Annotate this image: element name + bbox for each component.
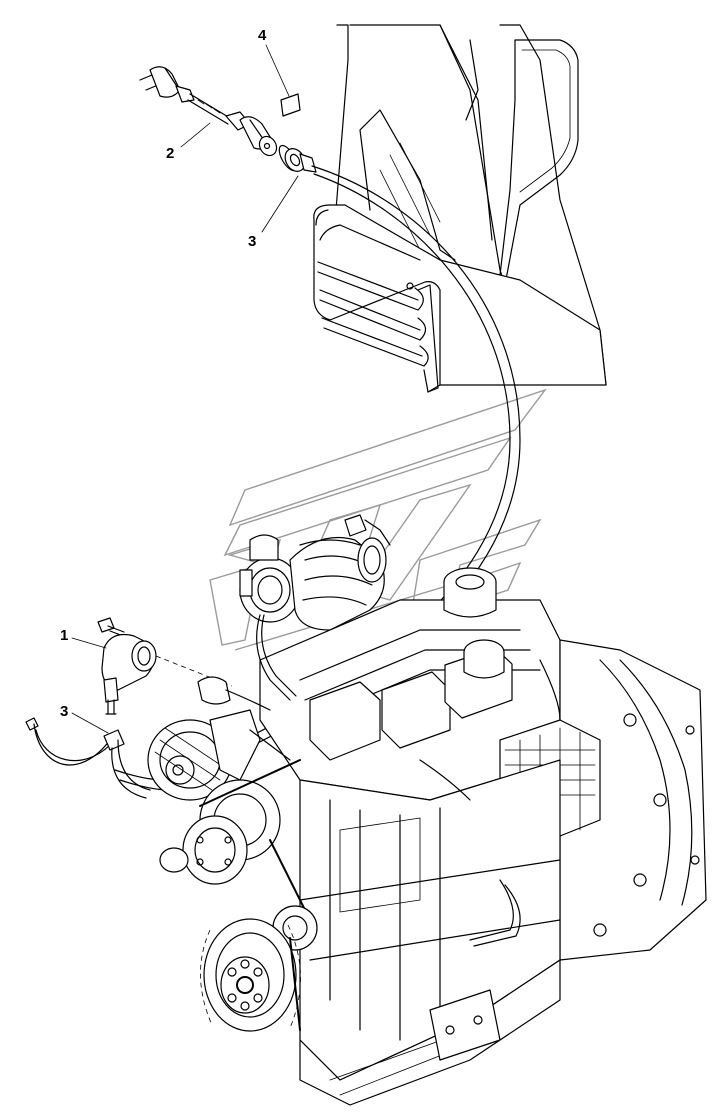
part-1-sensor xyxy=(71,617,233,715)
callout-4: 4 xyxy=(258,27,267,44)
cab-panel xyxy=(313,24,607,393)
part-4-decal xyxy=(265,44,301,117)
part-2-plug-cable xyxy=(139,66,278,157)
callout-3-upper: 3 xyxy=(248,233,256,250)
cable-plug-icon xyxy=(139,66,278,157)
callout-3-lower: 3 xyxy=(60,703,68,720)
decal-icon xyxy=(280,93,301,117)
lower-pulley xyxy=(200,918,301,1032)
sensor-icon xyxy=(97,617,157,715)
turbocharger xyxy=(239,514,391,631)
part-3-lead xyxy=(25,712,151,799)
crank-pulley xyxy=(159,759,311,921)
engine-assembly xyxy=(147,514,707,1106)
callout-1: 1 xyxy=(60,627,68,644)
alternator xyxy=(147,709,261,801)
callout-2: 2 xyxy=(166,145,174,162)
